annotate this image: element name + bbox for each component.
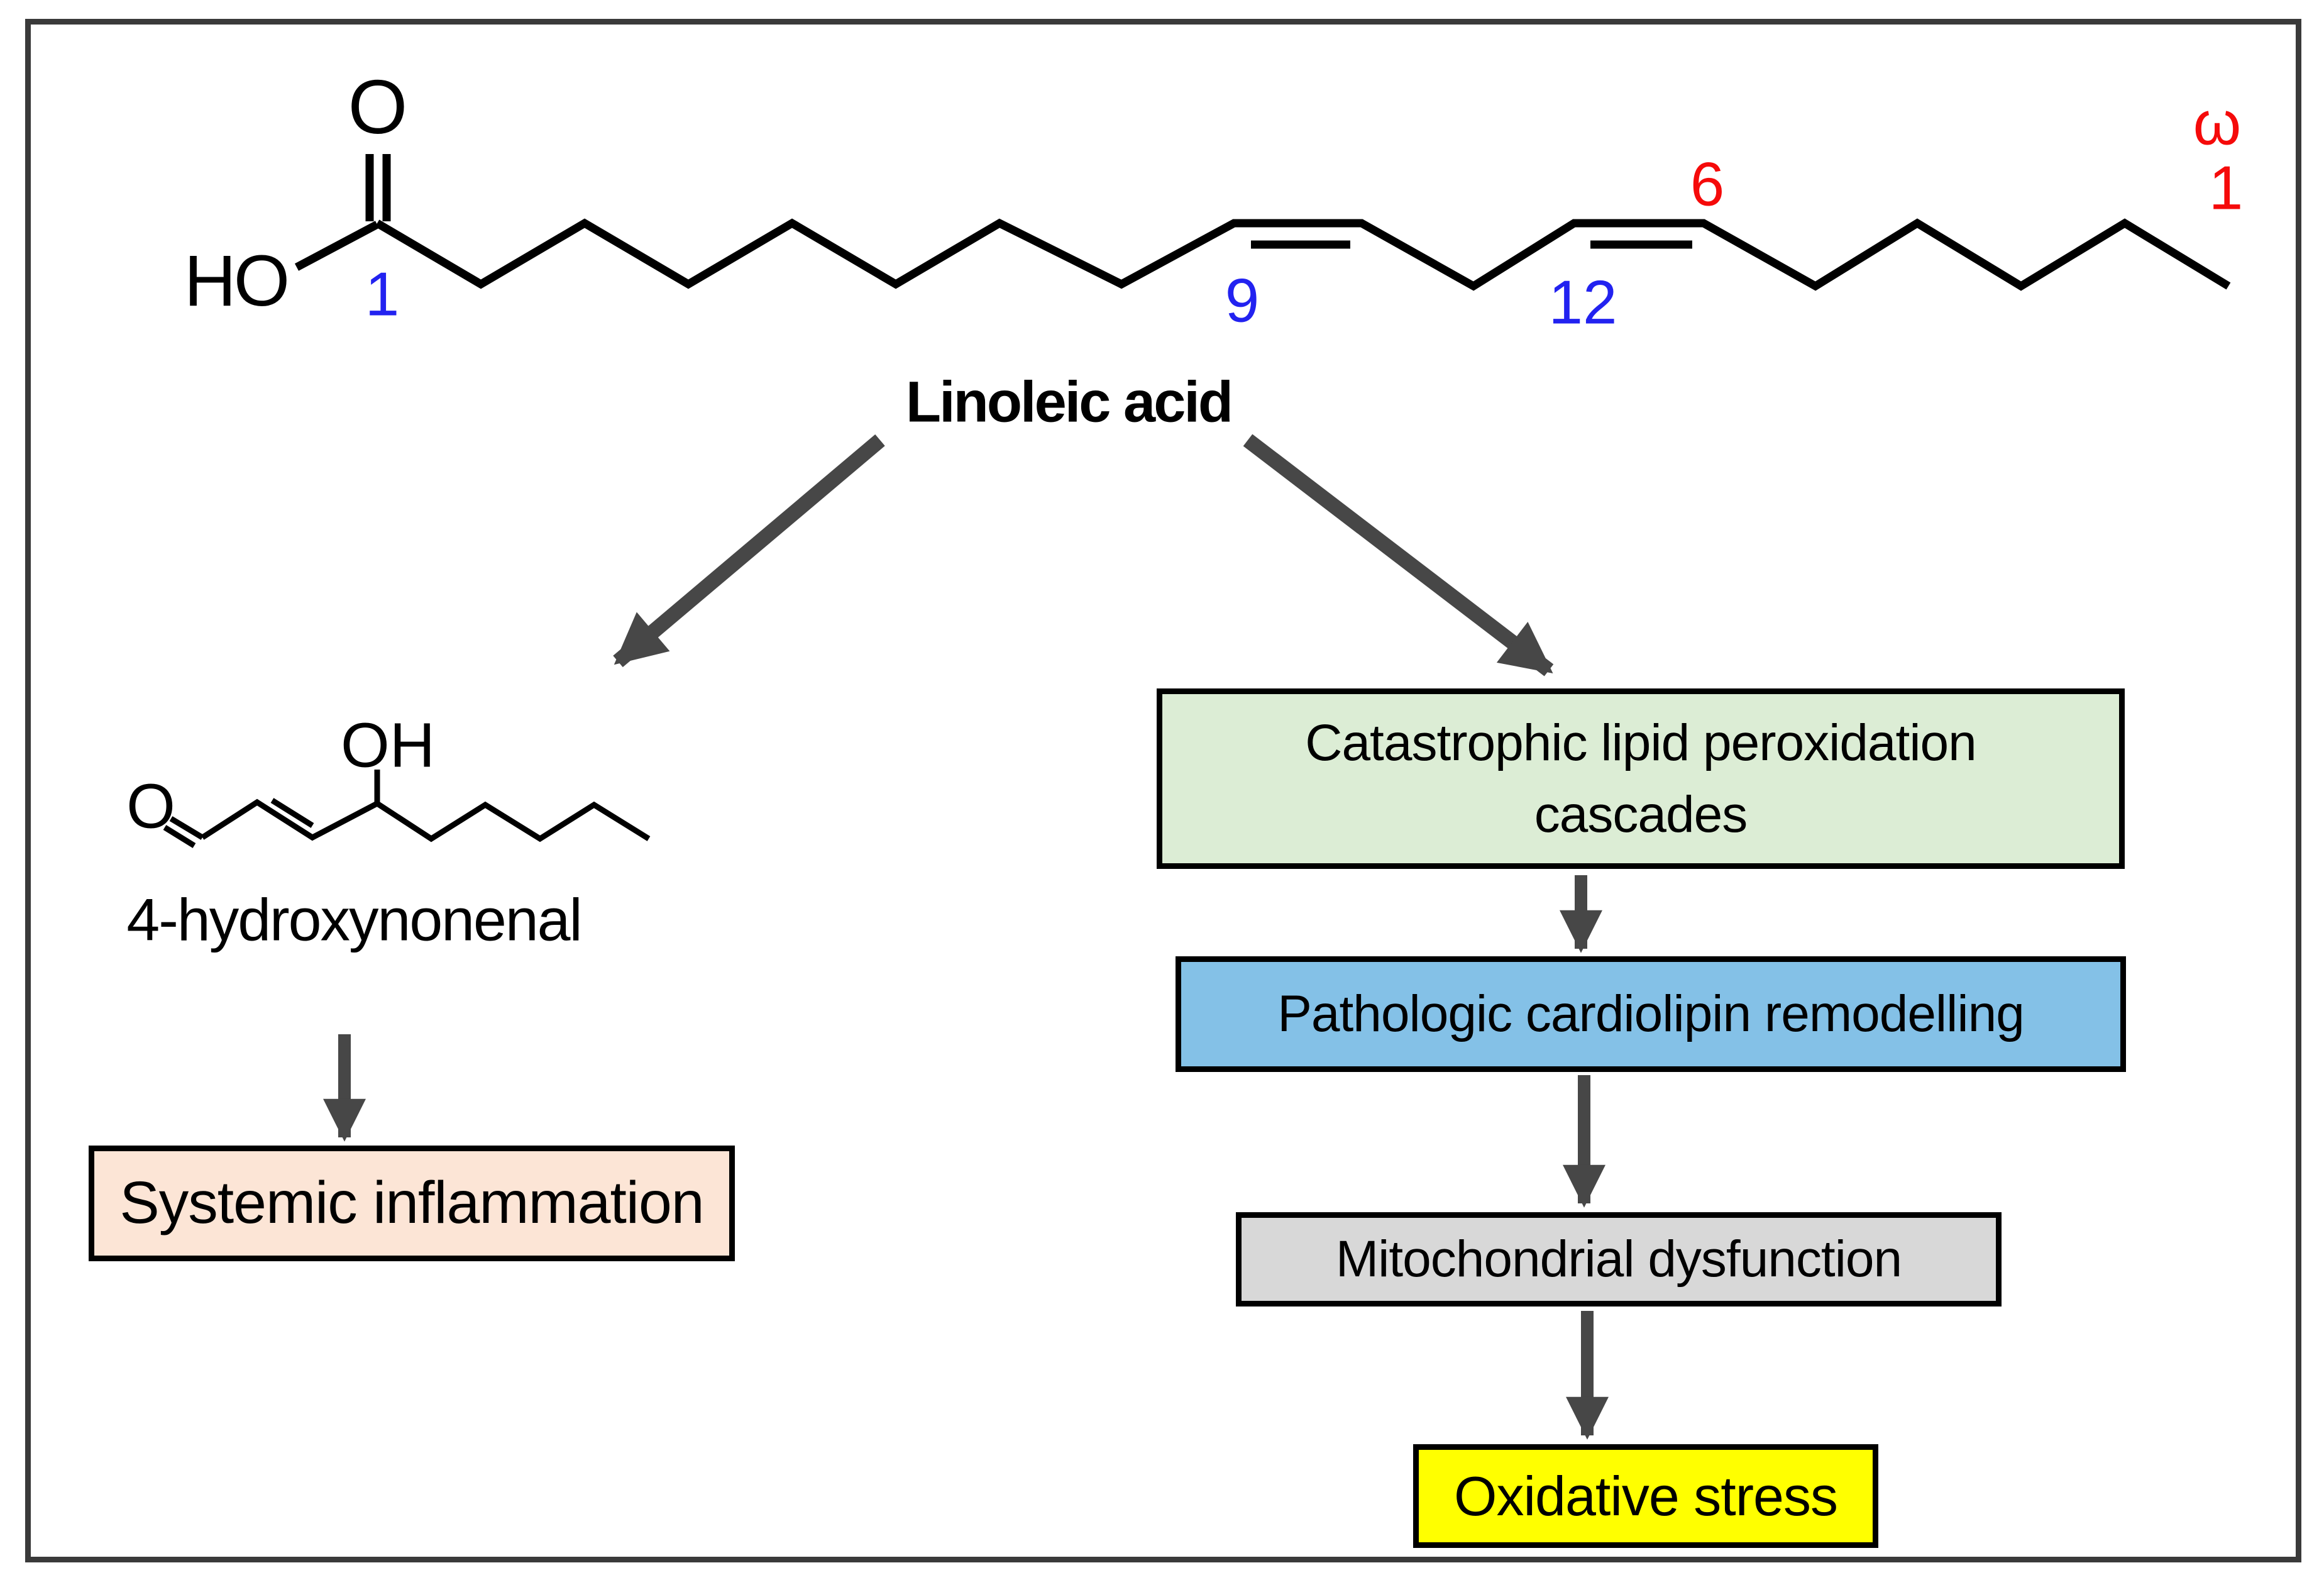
linoleic-acid-skeleton [294,154,2231,291]
node-systemic-inflammation: Systemic inflammation [89,1146,735,1261]
node-mitochondrial-label: Mitochondrial dysfunction [1335,1230,1902,1288]
omega-1-number: 1 [2208,153,2244,223]
carbon-12-number: 12 [1548,267,1617,337]
node-cardiolipin-remodelling: Pathologic cardiolipin remodelling [1176,956,2126,1072]
omega-6-number: 6 [1690,149,1725,219]
page-border [25,19,2301,1562]
hne-hydroxyl-label: OH [341,710,435,781]
hne-skeleton [163,770,651,848]
carbon-9-number: 9 [1225,265,1260,335]
linoleic-carbonyl-oxygen-label: O [348,64,408,150]
node-cardiolipin-label: Pathologic cardiolipin remodelling [1277,985,2025,1043]
node-lipid-peroxidation-cascades: Catastrophic lipid peroxidation cascades [1157,688,2125,869]
arrow-linoleic-to-peroxidation [1243,434,1554,677]
linoleic-ho-label: HO [184,241,290,321]
node-inflammation-label: Systemic inflammation [119,1169,704,1237]
omega-symbol: ω [2193,88,2242,158]
linoleic-acid-title: Linoleic acid [905,370,1233,434]
node-lipid-peroxidation-label: Catastrophic lipid peroxidation cascades [1305,714,1977,843]
carbon-1-number: 1 [365,259,400,329]
arrow-linoleic-to-hne [613,434,885,668]
node-oxidative-stress: Oxidative stress [1413,1444,1878,1548]
hne-title: 4-hydroxynonenal [126,887,582,954]
node-mitochondrial-dysfunction: Mitochondrial dysfunction [1236,1212,2002,1307]
hne-aldehyde-oxygen-label: O [126,771,175,842]
node-oxidative-label: Oxidative stress [1454,1464,1838,1527]
